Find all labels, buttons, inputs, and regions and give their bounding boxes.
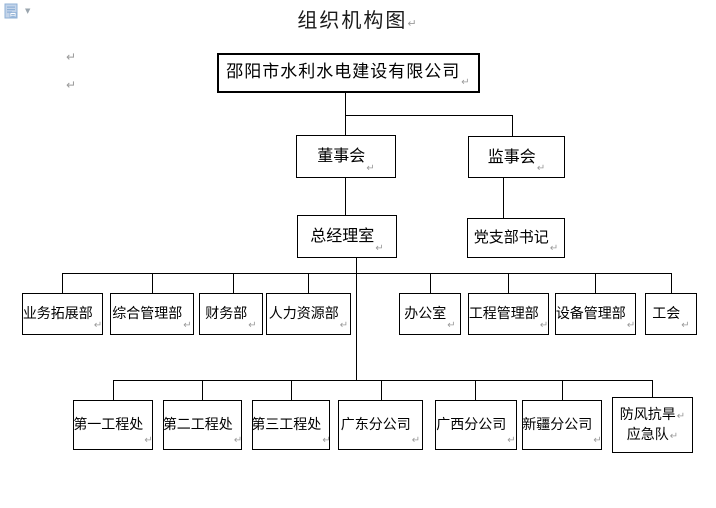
org-box-label: 防风抗旱 bbox=[619, 406, 676, 423]
connector-line bbox=[291, 380, 292, 400]
paragraph-mark: ↵ bbox=[539, 320, 549, 331]
paragraph-mark: ↵ bbox=[144, 435, 153, 446]
org-box-board-of-directors[interactable]: 董事会↵ bbox=[296, 135, 396, 178]
org-box-label: 工程管理部 bbox=[468, 305, 539, 322]
connector-line bbox=[152, 273, 153, 293]
paragraph-mark: ↵ bbox=[66, 50, 77, 64]
connector-line bbox=[508, 273, 509, 293]
org-box-label: 广东分公司 bbox=[340, 416, 411, 433]
connector-line bbox=[381, 380, 382, 400]
connector-line bbox=[62, 273, 672, 274]
org-box-label: 党支部书记 bbox=[473, 228, 549, 247]
org-box-label: 总经理室 bbox=[310, 226, 375, 246]
paragraph-mark: ↵ bbox=[407, 17, 419, 30]
paragraph-mark: ↵ bbox=[93, 320, 103, 331]
org-box-equipment-management-dept[interactable]: 设备管理部↵ bbox=[555, 293, 636, 335]
paragraph-mark: ↵ bbox=[549, 243, 559, 254]
connector-line bbox=[475, 380, 476, 400]
connector-line bbox=[233, 273, 234, 293]
connector-line bbox=[308, 273, 309, 293]
paragraph-mark: ↵ bbox=[536, 163, 546, 174]
org-box-label: 人力资源部 bbox=[268, 305, 339, 322]
org-box-guangxi-branch[interactable]: 广西分公司↵ bbox=[435, 400, 517, 450]
connector-line bbox=[113, 380, 653, 381]
connector-line bbox=[345, 178, 346, 215]
connector-line bbox=[652, 380, 653, 397]
org-box-finance-dept[interactable]: 财务部↵ bbox=[199, 293, 263, 335]
paragraph-mark: ↵ bbox=[322, 435, 331, 446]
connector-line bbox=[503, 178, 504, 218]
paragraph-mark: ↵ bbox=[66, 78, 77, 92]
connector-line bbox=[113, 380, 114, 400]
connector-line bbox=[671, 273, 672, 293]
page-title: 组织机构图↵ bbox=[0, 4, 716, 33]
org-box-first-engineering-office[interactable]: 第一工程处↵ bbox=[73, 400, 153, 450]
paragraph-mark: ↵ bbox=[593, 435, 602, 446]
org-box-label: 业务拓展部 bbox=[22, 305, 93, 322]
org-box-label: 董事会 bbox=[317, 146, 366, 166]
org-box-office[interactable]: 办公室↵ bbox=[399, 293, 461, 335]
org-box-human-resources-dept[interactable]: 人力资源部↵ bbox=[266, 293, 351, 335]
connector-line bbox=[562, 380, 563, 400]
org-box-label: 监事会 bbox=[487, 146, 536, 166]
org-box-wind-drought-emergency-team[interactable]: 防风抗旱↵ 应急队↵ bbox=[612, 397, 693, 453]
page-icon[interactable] bbox=[4, 3, 19, 24]
paragraph-mark: ↵ bbox=[366, 163, 375, 174]
paragraph-mark: ↵ bbox=[375, 243, 384, 254]
connector-line bbox=[62, 273, 63, 293]
connector-line bbox=[512, 115, 513, 136]
connector-line bbox=[345, 115, 513, 116]
paragraph-mark: ↵ bbox=[461, 77, 471, 88]
org-box-general-management-dept[interactable]: 综合管理部↵ bbox=[110, 293, 194, 335]
paragraph-mark: ↵ bbox=[339, 320, 349, 331]
org-box-engineering-management-dept[interactable]: 工程管理部↵ bbox=[468, 293, 549, 335]
paragraph-mark: ↵ bbox=[248, 320, 257, 331]
org-box-xinjiang-branch[interactable]: 新疆分公司↵ bbox=[522, 400, 602, 450]
paragraph-mark: ↵ bbox=[626, 320, 636, 331]
paste-options-button[interactable]: ▼ bbox=[4, 3, 40, 25]
org-box-label: 广西分公司 bbox=[436, 416, 507, 433]
paragraph-mark: ↵ bbox=[447, 320, 456, 331]
org-box-label: 办公室 bbox=[404, 305, 447, 322]
paragraph-mark: ↵ bbox=[681, 320, 690, 331]
org-box-business-development-dept[interactable]: 业务拓展部↵ bbox=[22, 293, 103, 335]
connector-line bbox=[202, 380, 203, 400]
connector-line bbox=[430, 273, 431, 293]
connector-line bbox=[356, 258, 357, 380]
org-box-label: 新疆分公司 bbox=[522, 416, 593, 433]
connector-line bbox=[595, 273, 596, 293]
org-box-label: 设备管理部 bbox=[555, 305, 626, 322]
paragraph-mark: ↵ bbox=[507, 435, 516, 446]
org-box-label: 第三工程处 bbox=[251, 416, 322, 433]
org-box-labor-union[interactable]: 工会↵ bbox=[645, 293, 697, 335]
paragraph-mark: ↵ bbox=[411, 435, 421, 446]
paragraph-mark: ↵ bbox=[183, 320, 192, 331]
paragraph-mark: ↵ bbox=[669, 431, 679, 443]
chevron-down-icon[interactable]: ▼ bbox=[25, 7, 31, 15]
connector-line bbox=[345, 93, 346, 135]
org-box-guangdong-branch[interactable]: 广东分公司↵ bbox=[338, 400, 423, 450]
org-box-company-root[interactable]: 邵阳市水利水电建设有限公司↵ bbox=[217, 53, 480, 93]
org-box-second-engineering-office[interactable]: 第二工程处↵ bbox=[163, 400, 242, 450]
paragraph-mark: ↵ bbox=[676, 411, 686, 422]
org-box-general-manager-office[interactable]: 总经理室↵ bbox=[297, 215, 397, 258]
org-box-label: 工会 bbox=[652, 305, 681, 322]
org-box-board-of-supervisors[interactable]: 监事会↵ bbox=[468, 136, 565, 178]
org-box-label: 邵阳市水利水电建设有限公司 bbox=[226, 62, 461, 83]
org-box-label: 综合管理部 bbox=[112, 305, 183, 322]
page-title-text: 组织机构图 bbox=[297, 8, 408, 32]
paragraph-mark: ↵ bbox=[233, 435, 243, 446]
org-box-label: 财务部 bbox=[205, 305, 248, 322]
org-box-third-engineering-office[interactable]: 第三工程处↵ bbox=[251, 400, 331, 450]
org-box-label: 第一工程处 bbox=[73, 416, 144, 433]
org-box-label: 应急队 bbox=[626, 427, 669, 443]
org-box-label: 第二工程处 bbox=[162, 416, 233, 433]
org-box-party-branch-secretary[interactable]: 党支部书记↵ bbox=[467, 218, 565, 258]
